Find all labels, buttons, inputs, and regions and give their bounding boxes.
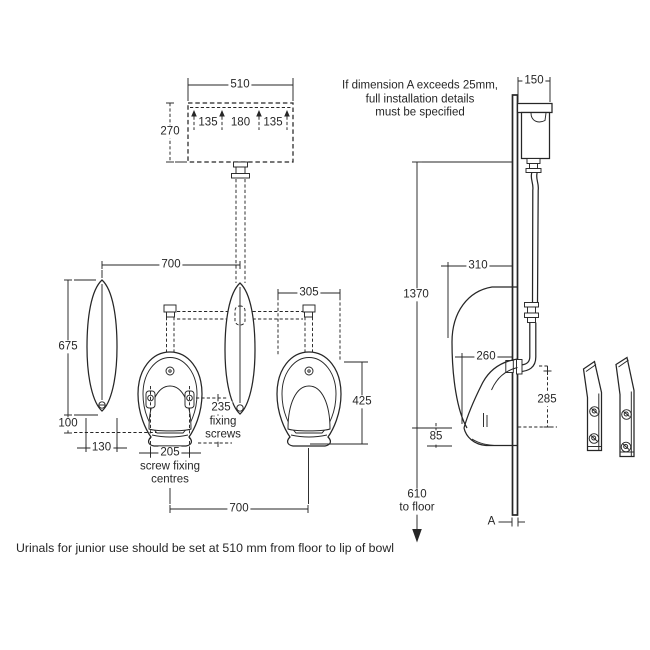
junior-installation-note: Urinals for junior use should be set at … (16, 541, 394, 555)
urinal-bowl-right-front (276, 351, 342, 447)
dim-division-centres: 700 (159, 258, 183, 272)
dim-cistern-height: 270 (158, 124, 182, 139)
flush-elbow-left (163, 304, 177, 352)
dim-bowl-height: 425 (350, 395, 374, 409)
dim-bowl-width: 305 (297, 286, 321, 300)
wall-bracket-left (582, 360, 603, 452)
fixing-screws-note: fixing screws (203, 415, 243, 442)
dim-division-depth: 310 (466, 259, 490, 273)
wall-section-side (511, 94, 519, 516)
division-panel-middle (224, 282, 256, 415)
division-panel-side (451, 286, 518, 429)
dim-screw-centres: 205 (158, 446, 182, 460)
division-panel-left (86, 279, 118, 412)
urinal-bowl-left-front (137, 351, 203, 447)
dim-division-clearance: 100 (56, 417, 80, 431)
dim-fixing-right: 135 (263, 115, 283, 128)
dim-fixing-screw-height: 235 (209, 401, 233, 415)
flush-pipe-side (505, 172, 539, 375)
dim-overall-height: 1370 (401, 288, 431, 302)
dim-cistern-depth: 150 (522, 74, 546, 88)
dimension-a-note: If dimension A exceeds 25mm, full instal… (342, 79, 498, 119)
screw-centres-note: screw fixing centres (137, 460, 203, 488)
dim-inlet-to-lip: 285 (535, 393, 559, 407)
dim-cistern-width: 510 (228, 78, 252, 92)
floor-distance-note: 610 to floor (397, 488, 437, 515)
cistern-front (187, 102, 294, 179)
flush-elbow-right (302, 304, 316, 352)
urinal-bowl-side (463, 358, 518, 447)
dim-bowl-centres: 700 (227, 502, 251, 516)
cistern-side (516, 102, 553, 173)
dim-fixing-left: 135 (198, 115, 218, 128)
dim-division-width: 130 (89, 441, 114, 455)
dim-division-height: 675 (56, 340, 80, 354)
dim-wall-thickness-a: A (487, 515, 496, 528)
wall-bracket-right (615, 356, 635, 458)
dim-bowl-depth: 260 (474, 350, 498, 364)
flush-pipework-front (177, 179, 303, 320)
dim-fixing-centre: 180 (230, 115, 251, 128)
dim-lip-to-base: 85 (427, 429, 445, 444)
